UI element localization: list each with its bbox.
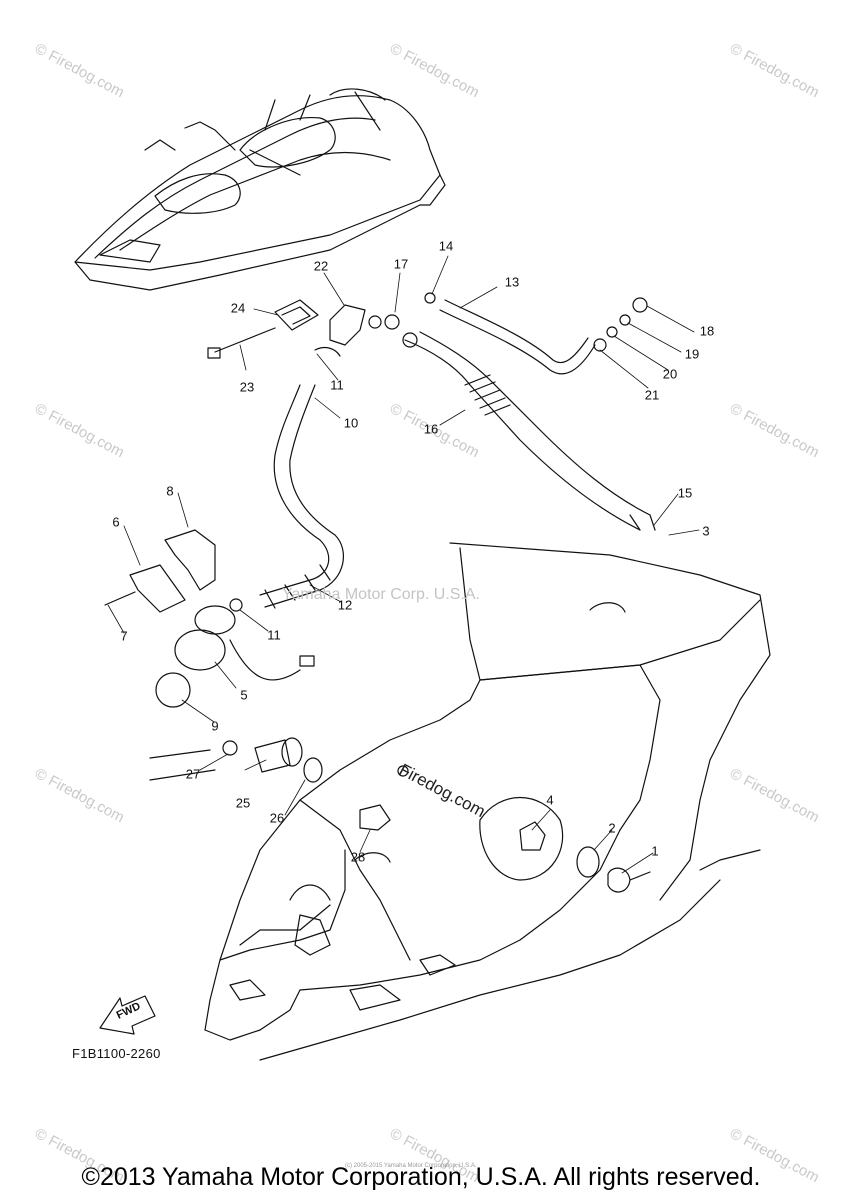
callout-13: 13 xyxy=(504,274,520,290)
callout-27: 27 xyxy=(185,766,201,782)
fittings-upper xyxy=(314,292,648,357)
callout-22: 22 xyxy=(313,258,329,274)
callout-26: 26 xyxy=(269,810,285,826)
hose-10-12 xyxy=(259,384,344,609)
bracket-24-tie-23 xyxy=(207,299,319,359)
callout-1: 1 xyxy=(651,843,659,859)
callout-11-upper: 11 xyxy=(330,377,344,393)
callout-19: 19 xyxy=(684,346,700,362)
callout-12: 12 xyxy=(337,597,353,613)
yamaha-watermark: Yamaha Motor Corp. U.S.A. xyxy=(282,586,480,603)
tiny-credit: (c) 2005-2015 Yamaha Motor Corporation, … xyxy=(345,1163,477,1169)
copyright-notice: ©2013 Yamaha Motor Corporation, U.S.A. A… xyxy=(81,1163,761,1191)
callout-9: 9 xyxy=(211,718,219,734)
callout-5: 5 xyxy=(240,687,248,703)
diagram-code: F1B1100-2260 xyxy=(72,1046,161,1061)
bilge-pump-group xyxy=(104,529,315,708)
callout-18: 18 xyxy=(699,323,715,339)
callout-6: 6 xyxy=(112,514,120,530)
callout-17: 17 xyxy=(393,256,409,272)
callout-7: 7 xyxy=(120,628,128,644)
callout-23: 23 xyxy=(239,379,255,395)
hull-frame xyxy=(204,542,771,1061)
callout-21: 21 xyxy=(644,387,660,403)
callout-15: 15 xyxy=(677,485,693,501)
watercraft-illustration xyxy=(74,88,446,291)
callout-28: 28 xyxy=(350,849,366,865)
leader-lines xyxy=(107,255,700,874)
callout-14: 14 xyxy=(438,238,454,254)
callout-3: 3 xyxy=(702,523,710,539)
callout-4: 4 xyxy=(546,792,554,808)
callout-24: 24 xyxy=(230,300,246,316)
callout-20: 20 xyxy=(662,366,678,382)
hose-16-15 xyxy=(404,331,656,531)
callout-8: 8 xyxy=(166,483,174,499)
callout-10: 10 xyxy=(343,415,359,431)
callout-25: 25 xyxy=(235,795,251,811)
hose-13 xyxy=(439,299,596,375)
fwd-arrow xyxy=(99,995,156,1035)
drain-parts xyxy=(149,737,409,831)
callout-2: 2 xyxy=(608,820,616,836)
outlet-parts xyxy=(519,821,651,893)
callout-11-lower: 11 xyxy=(267,627,281,643)
callout-16: 16 xyxy=(423,421,439,437)
